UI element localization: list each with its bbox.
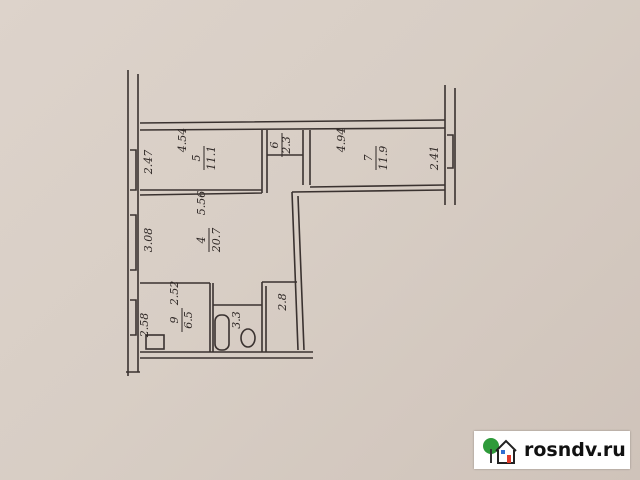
room-dimension: 2.41 — [428, 146, 441, 172]
room-dimension: 2.52 — [168, 281, 181, 307]
room-dimension: 2.58 — [138, 313, 151, 339]
room-number: 4 — [195, 237, 208, 245]
room-dimension: 3.08 — [142, 228, 155, 253]
room-dimension: 2.47 — [142, 150, 155, 176]
room-area: 6.5 — [182, 311, 195, 329]
room-area: 2.8 — [276, 293, 289, 312]
tree-house-icon — [483, 438, 517, 464]
room-number: 6 — [268, 142, 281, 149]
room-dimension: 4.94 — [335, 128, 348, 154]
room-dimension: 5.56 — [195, 191, 208, 216]
room-area: 20.7 — [210, 228, 223, 254]
watermark-text: rosndv.ru — [524, 439, 626, 461]
room-area: 3.3 — [230, 311, 243, 329]
room-area: 11.9 — [377, 146, 390, 171]
room-dimension: 4.54 — [176, 128, 189, 154]
room-number: 5 — [190, 155, 203, 162]
walls — [126, 70, 456, 376]
room-area: 11.1 — [205, 146, 218, 171]
rosndv-watermark: rosndv.ru — [474, 431, 630, 469]
room-number: 7 — [362, 155, 375, 162]
room-area: 2.3 — [280, 136, 293, 155]
room-number: 9 — [168, 317, 181, 324]
